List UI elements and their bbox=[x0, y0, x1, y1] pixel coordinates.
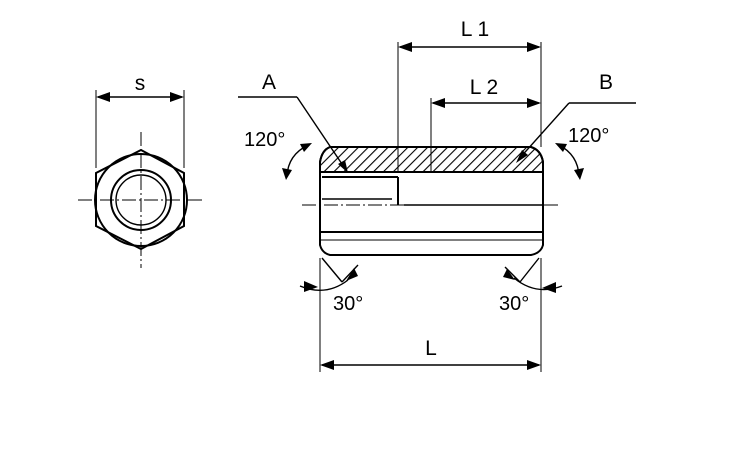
body-outline bbox=[319, 146, 544, 256]
B-leader bbox=[517, 102, 570, 161]
left-120-label: 120° bbox=[244, 129, 285, 151]
L2-label: L 2 bbox=[470, 76, 498, 99]
A-label: A bbox=[262, 71, 276, 94]
right-120-label: 120° bbox=[568, 125, 609, 147]
B-label: B bbox=[599, 71, 613, 94]
L-label: L bbox=[425, 337, 437, 360]
A-leader bbox=[296, 96, 347, 171]
s-label: s bbox=[135, 72, 146, 95]
right-30-arc bbox=[513, 277, 563, 291]
left-30-label: 30° bbox=[333, 293, 363, 315]
L1-label: L 1 bbox=[461, 18, 489, 41]
end-view: s bbox=[78, 72, 204, 268]
right-30-label: 30° bbox=[499, 293, 529, 315]
side-view: L 1 L 2 L A B 120° 120° bbox=[238, 18, 636, 372]
